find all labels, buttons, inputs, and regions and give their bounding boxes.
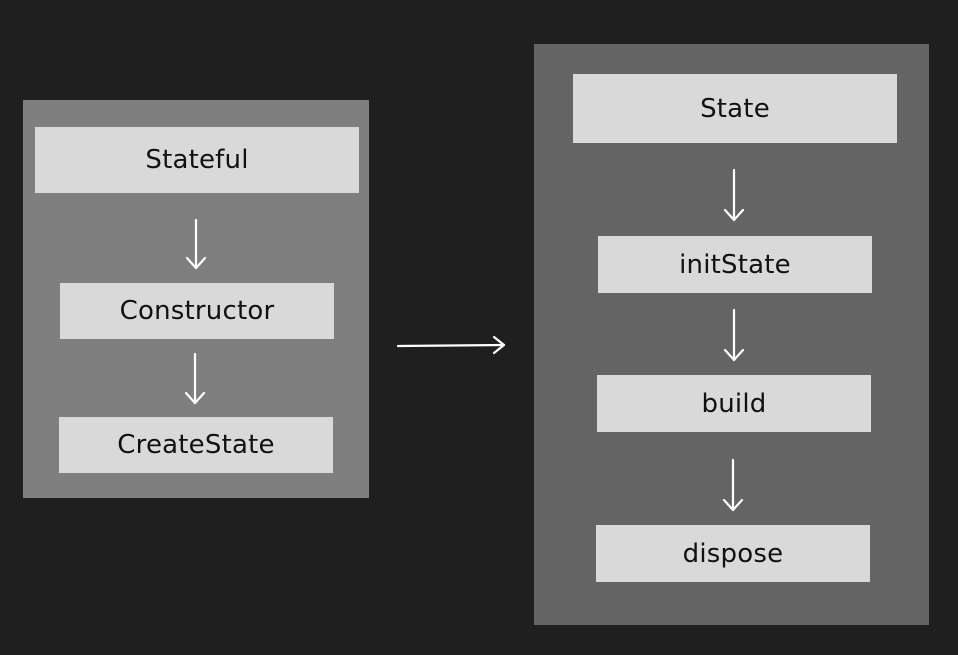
node-build: build [597, 375, 871, 432]
node-stateful: Stateful [35, 127, 359, 193]
node-initstate: initState [598, 236, 872, 293]
node-constructor: Constructor [60, 283, 334, 339]
arrow-left-group-to-right-group [396, 335, 506, 355]
node-dispose: dispose [596, 525, 870, 582]
node-createstate: CreateState [59, 417, 333, 473]
node-state: State [573, 74, 897, 143]
